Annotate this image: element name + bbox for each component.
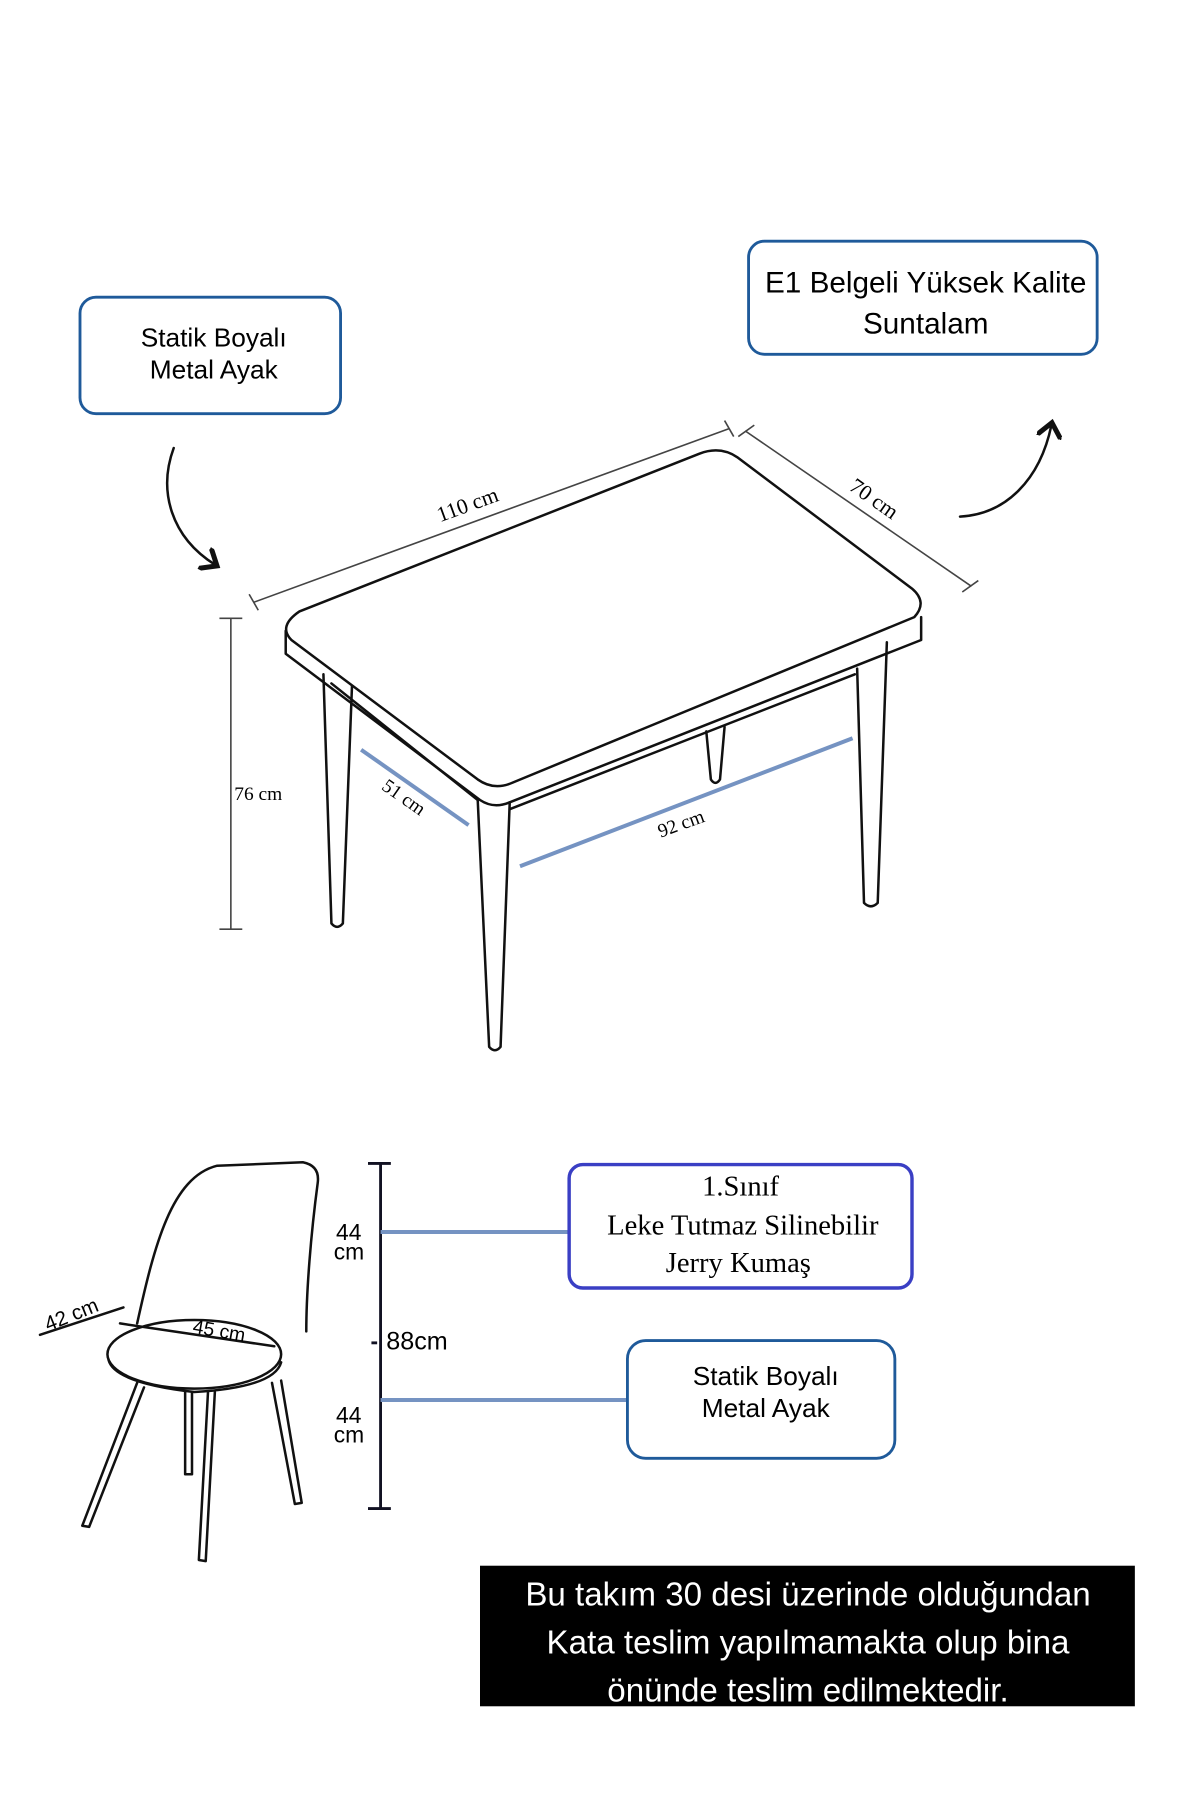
chair-illustration xyxy=(38,1161,320,1563)
delivery-notice: Bu takım 30 desi üzerinde olduğundan Kat… xyxy=(480,1565,1135,1710)
table-illustration xyxy=(284,449,923,1052)
chair-height-dimension xyxy=(368,1162,629,1510)
callout-line: Statik Boyalı xyxy=(141,322,287,352)
callout-line: Metal Ayak xyxy=(702,1393,831,1423)
chair-leg-callout: Statik Boyalı Metal Ayak xyxy=(626,1339,897,1460)
table-leg-callout: Statik Boyalı Metal Ayak xyxy=(78,295,342,416)
table-top-callout: E1 Belgeli Yüksek Kalite Suntalam xyxy=(747,239,1099,356)
dimension-inner-depth: 51 cm xyxy=(378,775,429,820)
callout-line: Metal Ayak xyxy=(150,354,279,384)
curved-arrow-icon xyxy=(958,425,1051,518)
chair-seat-label: 45 cm xyxy=(191,1316,247,1347)
dimension-lines xyxy=(219,420,979,930)
lower-height-number: 44 xyxy=(336,1402,362,1428)
total-height-label: 88cm xyxy=(386,1328,447,1356)
callout-line: 1.Sınıf xyxy=(702,1171,779,1202)
notice-line: Kata teslim yapılmamakta olup bina xyxy=(547,1625,1070,1662)
dimension-height: 76 cm xyxy=(234,784,282,805)
callout-line: Leke Tutmaz Silinebilir xyxy=(607,1210,879,1241)
callout-line: E1 Belgeli Yüksek Kalite xyxy=(765,267,1086,300)
callout-line: Statik Boyalı xyxy=(693,1361,839,1391)
chair-depth-label: 42 cm xyxy=(41,1294,102,1336)
dimension-width: 70 cm xyxy=(845,474,903,524)
notice-line: önünde teslim edilmektedir. xyxy=(607,1673,1008,1710)
upper-height-unit: cm xyxy=(334,1238,364,1264)
fabric-callout: 1.Sınıf Leke Tutmaz Silinebilir Jerry Ku… xyxy=(567,1162,914,1290)
upper-height-number: 44 xyxy=(336,1219,362,1245)
callout-line: Jerry Kumaş xyxy=(666,1248,811,1279)
curved-arrow-icon xyxy=(166,446,215,565)
callout-line: Suntalam xyxy=(863,308,988,341)
notice-line: Bu takım 30 desi üzerinde olduğundan xyxy=(525,1577,1090,1614)
dimension-length: 110 cm xyxy=(434,483,502,527)
lower-height-unit: cm xyxy=(334,1421,364,1447)
